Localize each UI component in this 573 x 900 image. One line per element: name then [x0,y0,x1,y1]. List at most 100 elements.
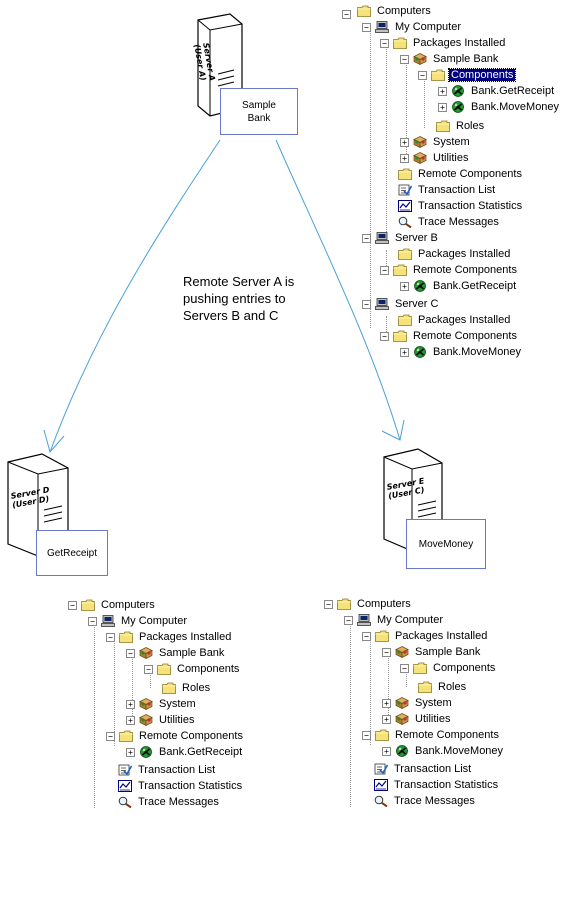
collapse-icon[interactable]: − [382,647,391,657]
collapse-icon[interactable]: − [400,54,409,64]
folder-icon [418,681,432,693]
expand-icon[interactable]: + [382,746,391,756]
tree-top-node-c-remote-components[interactable]: − Remote Components [380,329,519,343]
tree-right-node-packages-installed[interactable]: − Packages Installed [362,629,489,643]
expand-icon[interactable]: + [438,102,447,112]
package-icon [395,646,409,658]
tree-right-node-remote-components[interactable]: − Remote Components [362,728,501,742]
collapse-icon[interactable]: − [126,648,135,658]
tree-top-node-transaction-list[interactable]: Transaction List [398,183,497,197]
tree-top-node-b-remote-components[interactable]: − Remote Components [380,263,519,277]
collapse-icon[interactable]: − [362,631,371,641]
arrowhead-e [381,419,405,441]
collapse-icon[interactable]: − [362,730,371,740]
tree-top-node-get-receipt[interactable]: + Bank.GetReceipt [438,84,556,98]
tree-left-node-computers[interactable]: − Computers [68,598,157,612]
tree-left-node-trace-messages[interactable]: Trace Messages [118,795,221,809]
tree-right-node-sample-bank[interactable]: − Sample Bank [382,645,482,659]
transaction-list-icon [118,764,132,776]
annotation-text: Remote Server A is pushing entries to Se… [183,274,295,323]
tree-top-node-utilities[interactable]: + Utilities [400,151,470,165]
tree-right-node-computers[interactable]: − Computers [324,597,413,611]
collapse-icon[interactable]: − [324,599,333,609]
tree-left-node-utilities[interactable]: + Utilities [126,713,196,727]
tree-left-node-system[interactable]: + System [126,697,198,711]
collapse-icon[interactable]: − [144,664,153,674]
tree-right-node-utilities[interactable]: + Utilities [382,712,452,726]
tree-right: − Computers − My Computer − Packages Ins… [322,595,562,815]
tree-left-node-remote-components[interactable]: − Remote Components [106,729,245,743]
tree-right-node-trace-messages[interactable]: Trace Messages [374,794,477,808]
expand-icon[interactable]: + [126,715,135,725]
tree-top-node-system[interactable]: + System [400,135,472,149]
tree-top-node-components[interactable]: − Components [418,68,517,82]
computer-icon [101,615,115,627]
folder-open-icon [393,264,407,276]
collapse-icon[interactable]: − [380,331,389,341]
transaction-list-icon [398,184,412,196]
expand-icon[interactable]: + [126,699,135,709]
expand-icon[interactable]: + [382,698,391,708]
collapse-icon[interactable]: − [380,38,389,48]
collapse-icon[interactable]: − [362,233,371,243]
tree-left-node-my-computer[interactable]: − My Computer [88,614,189,628]
tree-top-node-packages-installed[interactable]: − Packages Installed [380,36,507,50]
collapse-icon[interactable]: − [418,70,427,80]
collapse-icon[interactable]: − [362,299,371,309]
tree-top-node-trace-messages[interactable]: Trace Messages [398,215,501,229]
tree-top-node-move-money[interactable]: + Bank.MoveMoney [438,100,561,114]
expand-icon[interactable]: + [438,86,447,96]
tree-right-node-transaction-list[interactable]: Transaction List [374,762,473,776]
collapse-icon[interactable]: − [68,600,77,610]
collapse-icon[interactable]: − [106,632,115,642]
tree-right-node-roles[interactable]: Roles [418,680,468,694]
tree-right-node-transaction-statistics[interactable]: Transaction Statistics [374,778,500,792]
tree-right-node-my-computer[interactable]: − My Computer [344,613,445,627]
tree-top-node-sample-bank[interactable]: − Sample Bank [400,52,500,66]
arrowhead-d [43,429,65,454]
expand-icon[interactable]: + [400,137,409,147]
tree-left-node-packages-installed[interactable]: − Packages Installed [106,630,233,644]
arrow-a-to-d [49,139,221,453]
collapse-icon[interactable]: − [106,731,115,741]
folder-icon [398,168,412,180]
tree-left-node-roles[interactable]: Roles [162,681,212,695]
tree-left: − Computers − My Computer − Packages Ins… [66,596,296,816]
package-icon [395,713,409,725]
tree-top-node-server-c[interactable]: − Server C [362,297,440,311]
tree-top-node-b-get-receipt[interactable]: + Bank.GetReceipt [400,279,518,293]
tree-left-node-sample-bank[interactable]: − Sample Bank [126,646,226,660]
expand-icon[interactable]: + [382,714,391,724]
expand-icon[interactable]: + [400,153,409,163]
tree-left-node-transaction-statistics[interactable]: Transaction Statistics [118,779,244,793]
collapse-icon[interactable]: − [342,9,351,19]
folder-icon [337,598,351,610]
expand-icon[interactable]: + [126,747,135,757]
collapse-icon[interactable]: − [400,663,409,673]
tree-top-node-roles[interactable]: Roles [436,119,486,133]
collapse-icon[interactable]: − [344,615,353,625]
collapse-icon[interactable]: − [380,265,389,275]
expand-icon[interactable]: + [400,347,409,357]
package-icon [139,698,153,710]
tree-top-node-c-packages-installed[interactable]: Packages Installed [398,313,512,327]
tree-top-node-b-packages-installed[interactable]: Packages Installed [398,247,512,261]
tree-top-node-my-computer[interactable]: − My Computer [362,20,463,34]
tree-left-node-transaction-list[interactable]: Transaction List [118,763,217,777]
tree-top-node-computers[interactable]: − Computers [342,4,433,19]
tree-left-node-get-receipt[interactable]: + Bank.GetReceipt [126,745,244,759]
tree-top-node-transaction-statistics[interactable]: Transaction Statistics [398,199,524,213]
collapse-icon[interactable]: − [362,22,371,32]
expand-icon[interactable]: + [400,281,409,291]
tree-top-node-remote-components[interactable]: Remote Components [398,167,524,181]
tree-right-node-components[interactable]: − Components [400,661,497,675]
tree-right-node-move-money[interactable]: + Bank.MoveMoney [382,744,505,758]
tree-right-node-system[interactable]: + System [382,696,454,710]
tree-top-node-server-b[interactable]: − Server B [362,231,440,245]
component-icon [413,346,427,358]
collapse-icon[interactable]: − [88,616,97,626]
tree-left-node-components[interactable]: − Components [144,662,241,676]
tree-top-node-c-move-money[interactable]: + Bank.MoveMoney [400,345,523,359]
